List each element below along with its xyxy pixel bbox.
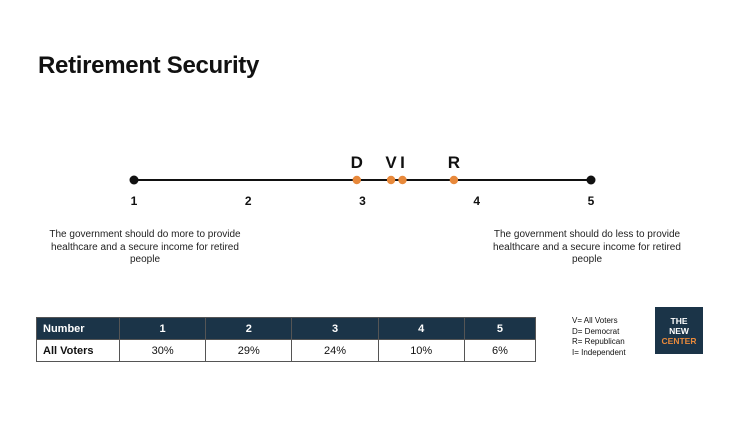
table-cell: 24% (291, 339, 379, 362)
scale-tick-label: 5 (588, 194, 595, 208)
point-marker-r (449, 175, 459, 185)
logo-line: CENTER (661, 335, 697, 346)
point-marker-i (398, 175, 407, 185)
results-table: Number 1 2 3 4 5 All Voters 30% 29% 24% … (36, 317, 537, 362)
logo-line: NEW (669, 325, 689, 336)
logo-line: THE (670, 315, 688, 326)
table-header-cell: 1 (118, 317, 207, 340)
legend-item: D= Democrat (572, 326, 620, 336)
table-cell: 30% (118, 339, 207, 362)
the-new-center-logo: THE NEW CENTER (655, 307, 703, 354)
table-header-cell: 2 (205, 317, 293, 340)
point-marker-v (386, 175, 396, 185)
legend-item: V= All Voters (572, 316, 618, 325)
scale-tick-label: 1 (131, 194, 138, 208)
table-header-row: Number 1 2 3 4 5 (36, 317, 537, 340)
right-description: The government should do less to provide… (493, 229, 681, 265)
table-row: All Voters 30% 29% 24% 10% 6% (36, 339, 537, 362)
legend-item: R= Republican (572, 337, 625, 346)
scale-tick-label: 3 (359, 194, 366, 208)
table-cell: 10% (377, 339, 465, 362)
table-header-cell: 3 (291, 317, 379, 340)
scale-endpoint-left (129, 175, 139, 185)
table-cell: 29% (205, 339, 293, 362)
legend-item: I= Independent (572, 347, 626, 357)
table-cell: 6% (463, 339, 537, 362)
table-header-cell: Number (36, 317, 120, 340)
scale-tick-label: 4 (473, 194, 480, 208)
scale-tick-label: 2 (245, 194, 252, 208)
table-header-cell: 4 (377, 317, 465, 340)
left-description: The government should do more to provide… (49, 229, 241, 265)
legend: V= All Voters D= Democrat R= Republican … (572, 316, 626, 358)
table-header-cell: 5 (463, 317, 537, 340)
page-title: Retirement Security (38, 52, 260, 79)
point-label-r: R (448, 153, 460, 172)
table-row-label: All Voters (36, 339, 120, 362)
point-label-d: D (351, 153, 363, 172)
point-marker-d (352, 175, 361, 185)
point-label-i: I (400, 153, 405, 172)
scale-endpoint-right (586, 175, 596, 185)
point-label-v: V (385, 153, 397, 172)
